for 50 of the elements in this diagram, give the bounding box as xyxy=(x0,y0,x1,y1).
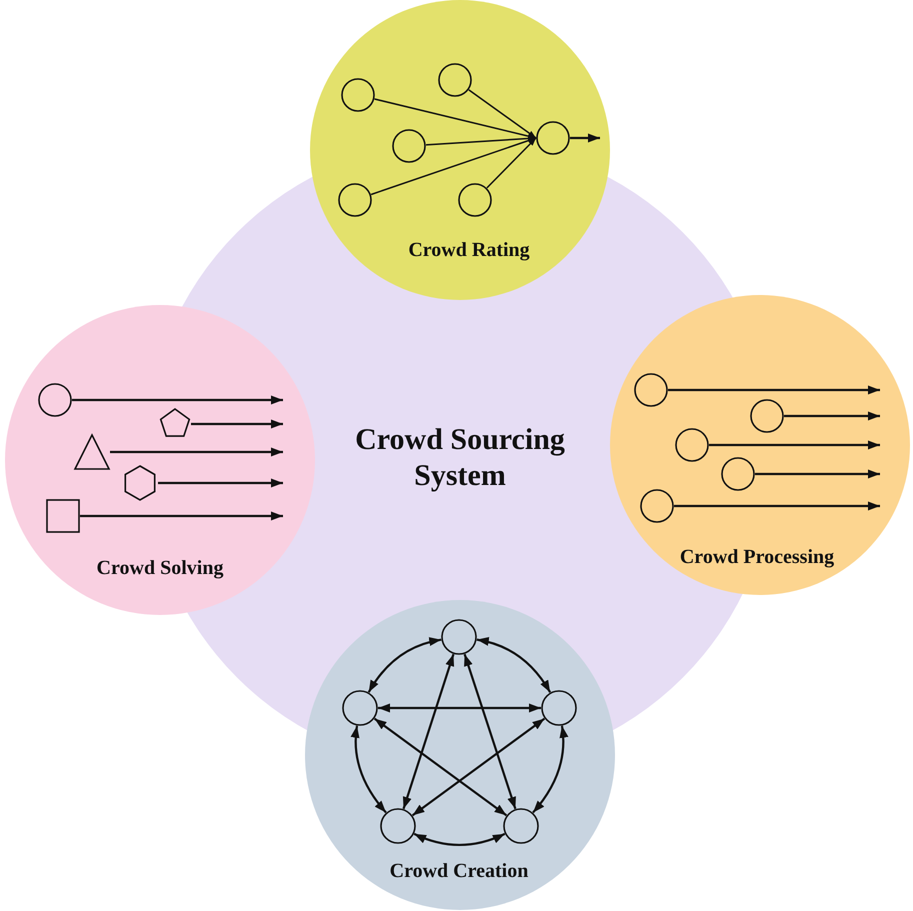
arrow xyxy=(468,89,536,139)
circle-icon xyxy=(342,690,378,726)
circle-icon xyxy=(536,121,570,155)
circle-icon xyxy=(380,808,416,844)
circle-icon xyxy=(341,78,375,112)
double-arrow xyxy=(412,718,546,816)
triangle-icon xyxy=(74,434,110,470)
double-arrow xyxy=(351,726,387,814)
circle-icon xyxy=(541,690,577,726)
circle-icon xyxy=(721,457,755,491)
circle-label: Crowd Processing xyxy=(680,545,834,569)
double-arrow xyxy=(532,726,568,814)
double-arrow xyxy=(368,638,442,693)
arrow xyxy=(158,478,283,488)
double-arrow xyxy=(476,637,552,693)
circle-label: Crowd Solving xyxy=(96,556,224,580)
pentagon-icon xyxy=(159,408,191,440)
circle-icon xyxy=(38,383,72,417)
arrow xyxy=(709,440,880,450)
arrow xyxy=(486,137,537,188)
arrow xyxy=(570,134,600,142)
circle-icon xyxy=(750,399,784,433)
circle-icon xyxy=(634,373,668,407)
arrow xyxy=(370,137,536,196)
arrow xyxy=(110,448,283,456)
double-arrow xyxy=(374,718,508,816)
double-arrow xyxy=(414,832,506,846)
circle-icon xyxy=(392,129,426,163)
circle-icon xyxy=(338,183,372,217)
double-arrow xyxy=(378,704,541,712)
double-arrow xyxy=(464,654,516,810)
arrow xyxy=(784,412,880,420)
double-arrow xyxy=(402,654,455,810)
arrow xyxy=(668,386,880,394)
hexagon-icon xyxy=(122,465,158,501)
arrow xyxy=(674,502,880,510)
circle-icon xyxy=(438,63,472,97)
arrow xyxy=(80,512,283,520)
circle-icon xyxy=(640,489,674,523)
arrow xyxy=(72,396,283,404)
circle-icon xyxy=(441,619,477,655)
circle-icon xyxy=(675,428,709,462)
box-icon xyxy=(46,499,80,533)
arrow xyxy=(755,470,880,478)
arrow xyxy=(191,420,283,428)
circle-icon xyxy=(458,183,492,217)
circle-label: Crowd Creation xyxy=(390,859,528,883)
circle-label: Crowd Rating xyxy=(408,238,530,262)
center-label: Crowd Sourcing System xyxy=(320,422,600,494)
circle-icon xyxy=(503,808,539,844)
